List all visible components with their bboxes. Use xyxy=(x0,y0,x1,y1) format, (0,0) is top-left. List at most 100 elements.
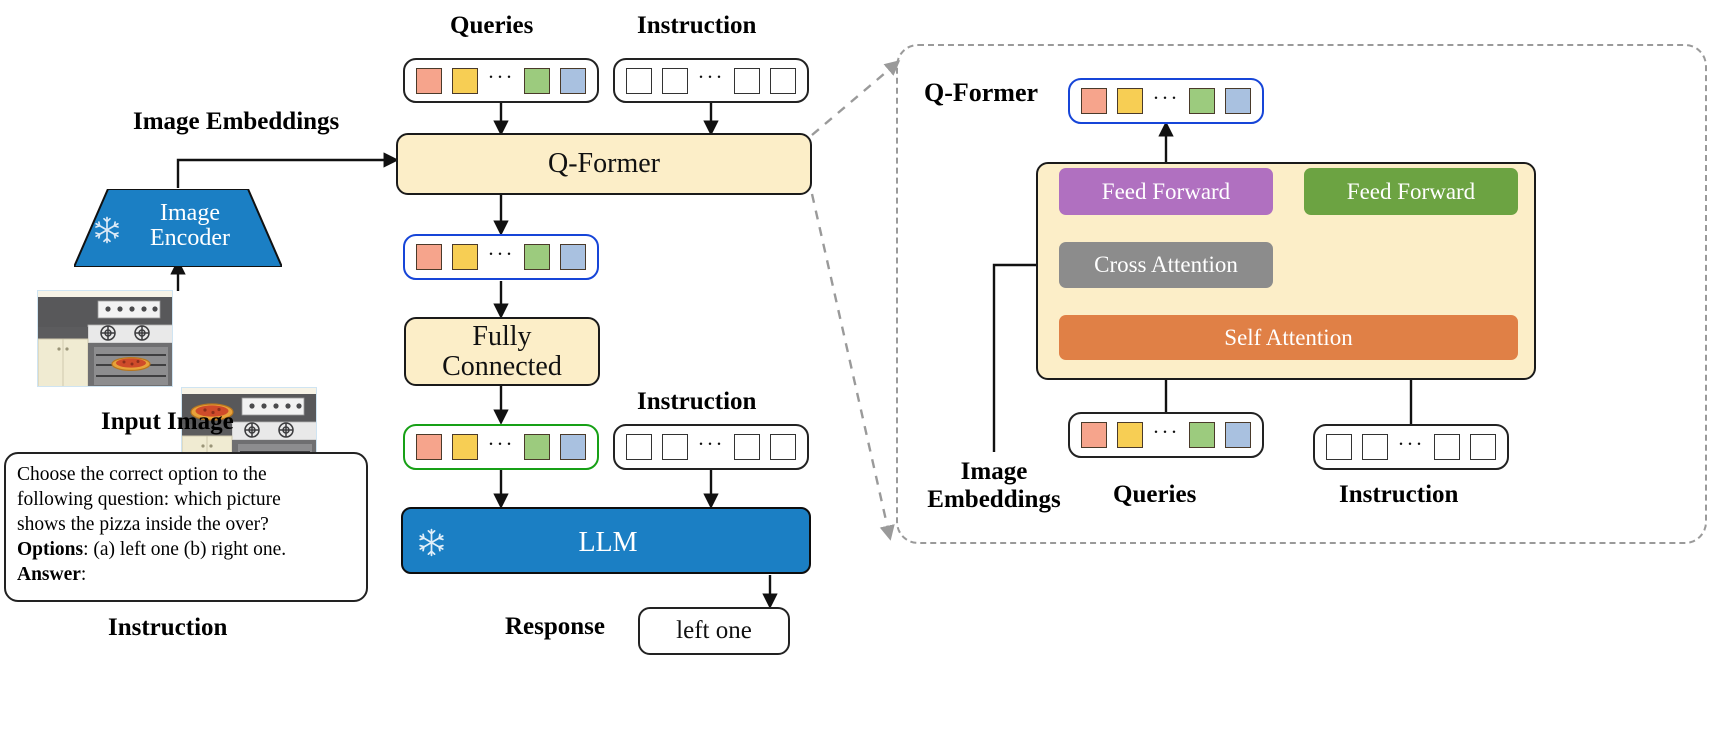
response-label: Response xyxy=(505,613,606,640)
projected-token-4 xyxy=(560,434,587,460)
projected-token-3 xyxy=(524,434,551,460)
query-output-token-3 xyxy=(524,244,551,270)
feed-forward-text-label: Feed Forward xyxy=(1346,178,1476,204)
query-token-4 xyxy=(560,67,587,94)
snowflake-icon xyxy=(416,527,447,558)
right-query-token-4 xyxy=(1225,422,1252,448)
image-embeddings-label-right: Image Embeddings xyxy=(908,458,1080,514)
cross-attention-block[interactable]: Cross Attention xyxy=(1059,242,1273,288)
instruction-label-mid-center: Instruction xyxy=(637,388,757,415)
instruction-caption-left: Instruction xyxy=(108,614,228,641)
instruction-strip-mid-center[interactable]: ··· xyxy=(613,424,809,470)
self-attention-label: Self Attention xyxy=(1224,324,1353,350)
cross-attention-label: Cross Attention xyxy=(1094,252,1238,277)
qformer-block-center[interactable]: Q-Former xyxy=(396,133,812,195)
qformer-detail-title: Q-Former xyxy=(924,78,1039,107)
instruction-answer-line: Answer: xyxy=(17,563,356,588)
query-token-3 xyxy=(524,67,551,94)
right-query-token-1 xyxy=(1080,422,1107,448)
snowflake-icon xyxy=(92,215,122,245)
right-instruction-token-1 xyxy=(1325,434,1352,460)
instruction-label-top-center: Instruction xyxy=(637,12,757,39)
instruction-token-3 xyxy=(734,67,761,94)
ellipsis: ··· xyxy=(1152,419,1180,444)
self-attention-block[interactable]: Self Attention xyxy=(1059,315,1518,360)
fc-line1: Fully xyxy=(472,321,532,353)
fully-connected-label: Fully Connected xyxy=(442,322,562,380)
projected-token-1 xyxy=(415,434,442,460)
query-output-token-1 xyxy=(415,244,442,270)
output-token-1 xyxy=(1080,88,1107,114)
instruction-strip-top-center[interactable]: ··· xyxy=(613,58,809,103)
llm-label-wrap: LLM xyxy=(403,509,813,576)
output-token-4 xyxy=(1225,88,1252,114)
instruction-line-3: shows the pizza inside the over? xyxy=(17,513,269,535)
qformer-detail-container xyxy=(896,44,1707,544)
instruction-mid-token-1 xyxy=(625,434,652,460)
instruction-token-2 xyxy=(661,67,688,94)
input-thumbnail-left[interactable] xyxy=(37,290,173,387)
options-key: Options xyxy=(17,538,84,560)
right-instruction-token-4 xyxy=(1470,434,1497,460)
response-value: left one xyxy=(676,617,752,644)
feed-forward-text-block[interactable]: Feed Forward xyxy=(1304,168,1518,215)
output-token-2 xyxy=(1116,88,1143,114)
encoder-label-line2: Encoder xyxy=(150,225,230,252)
instruction-mid-token-2 xyxy=(661,434,688,460)
right-instruction-token-2 xyxy=(1361,434,1388,460)
instruction-label-right: Instruction xyxy=(1339,481,1459,508)
qformer-label: Q-Former xyxy=(548,148,660,180)
image-embeddings-label: Image Embeddings xyxy=(133,108,340,135)
right-query-token-3 xyxy=(1189,422,1216,448)
queries-label-right: Queries xyxy=(1113,481,1197,508)
feed-forward-query-label: Feed Forward xyxy=(1101,178,1231,204)
queries-strip-right[interactable]: ··· xyxy=(1068,412,1264,458)
options-value: : (a) left one (b) right one. xyxy=(83,538,287,560)
query-output-token-2 xyxy=(451,244,478,270)
query-token-1 xyxy=(415,67,442,94)
llm-block[interactable]: LLM xyxy=(401,507,811,574)
ellipsis: ··· xyxy=(697,431,725,456)
encoder-label-line1: Image xyxy=(160,200,220,226)
image-embeddings-line2: Embeddings xyxy=(927,486,1061,513)
query-token-2 xyxy=(451,67,478,94)
projected-query-strip[interactable]: ··· xyxy=(403,424,599,470)
input-image-label: Input Image xyxy=(101,408,234,435)
image-encoder-block[interactable]: Image Encoder xyxy=(72,188,284,268)
ellipsis: ··· xyxy=(697,65,725,89)
response-box[interactable]: left one xyxy=(638,607,790,655)
instruction-line-2: following question: which picture xyxy=(17,488,281,510)
projected-token-2 xyxy=(451,434,478,460)
ellipsis: ··· xyxy=(487,431,515,456)
ellipsis: ··· xyxy=(487,241,515,266)
answer-value: : xyxy=(80,563,87,585)
instruction-options-line: Options: (a) left one (b) right one. xyxy=(17,538,356,563)
queries-strip-center[interactable]: ··· xyxy=(403,58,599,103)
query-output-token-4 xyxy=(560,244,587,270)
ellipsis: ··· xyxy=(487,65,515,89)
qformer-output-strip[interactable]: ··· xyxy=(1068,78,1264,124)
right-query-token-2 xyxy=(1116,422,1143,448)
instruction-mid-token-3 xyxy=(734,434,761,460)
instruction-strip-right[interactable]: ··· xyxy=(1313,424,1509,470)
llm-label: LLM xyxy=(578,526,638,558)
feed-forward-query-block[interactable]: Feed Forward xyxy=(1059,168,1273,215)
queries-label-center: Queries xyxy=(450,12,534,39)
fully-connected-block[interactable]: Fully Connected xyxy=(404,317,600,386)
instruction-text-box[interactable]: Choose the correct option to the followi… xyxy=(4,452,368,602)
instruction-text: Choose the correct option to the followi… xyxy=(6,454,366,594)
ellipsis: ··· xyxy=(1152,85,1180,110)
fc-line2: Connected xyxy=(442,350,562,382)
output-token-3 xyxy=(1189,88,1216,114)
instruction-line-1: Choose the correct option to the xyxy=(17,464,267,485)
image-embeddings-line1: Image xyxy=(960,458,1028,485)
encoder-label: Image Encoder xyxy=(130,200,250,252)
instruction-token-4 xyxy=(770,67,797,94)
answer-key: Answer xyxy=(17,563,81,585)
instruction-mid-token-4 xyxy=(770,434,797,460)
ellipsis: ··· xyxy=(1397,431,1425,456)
query-output-strip[interactable]: ··· xyxy=(403,234,599,280)
instruction-token-1 xyxy=(625,67,652,94)
stove-pizza-inside-oven-illustration xyxy=(38,291,172,386)
